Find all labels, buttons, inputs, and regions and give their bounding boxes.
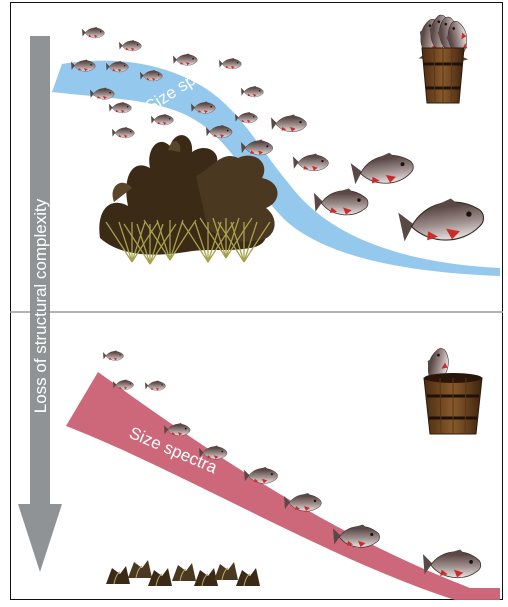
arrow-label: Loss of structural complexity <box>31 198 50 413</box>
